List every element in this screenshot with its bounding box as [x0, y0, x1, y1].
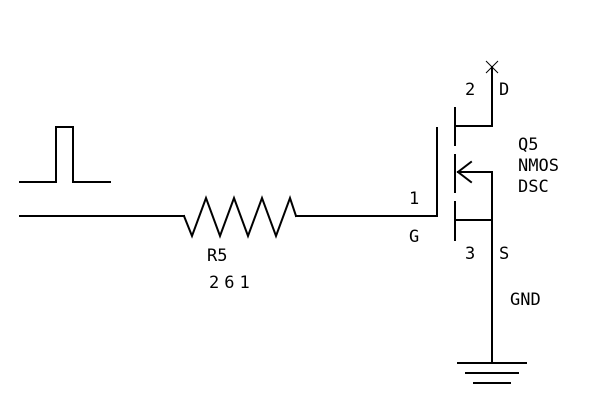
body-wire	[457, 171, 493, 221]
resistor-ref-label: R5	[207, 246, 227, 266]
gate-pin-name: G	[409, 227, 419, 247]
resistor-r5-symbol[interactable]	[182, 194, 298, 239]
drain-pin-number: 2	[465, 80, 475, 100]
mosfet-model-label: DSC	[518, 177, 549, 197]
drain-pin-marker-b	[485, 60, 499, 74]
ground-net-label: GND	[510, 290, 541, 310]
gate-pin-number: 1	[409, 189, 419, 209]
body-arrow-icon	[456, 160, 473, 184]
resistor-value-label: 261	[209, 273, 255, 293]
drain-wire[interactable]	[454, 66, 493, 127]
mosfet-ref-label: Q5	[518, 135, 538, 155]
mosfet-type-label: NMOS	[518, 156, 559, 176]
source-pin-name: S	[499, 244, 509, 264]
drain-pin-name: D	[499, 80, 509, 100]
source-pin-number: 3	[465, 244, 475, 264]
pulse-source-symbol	[19, 126, 111, 183]
